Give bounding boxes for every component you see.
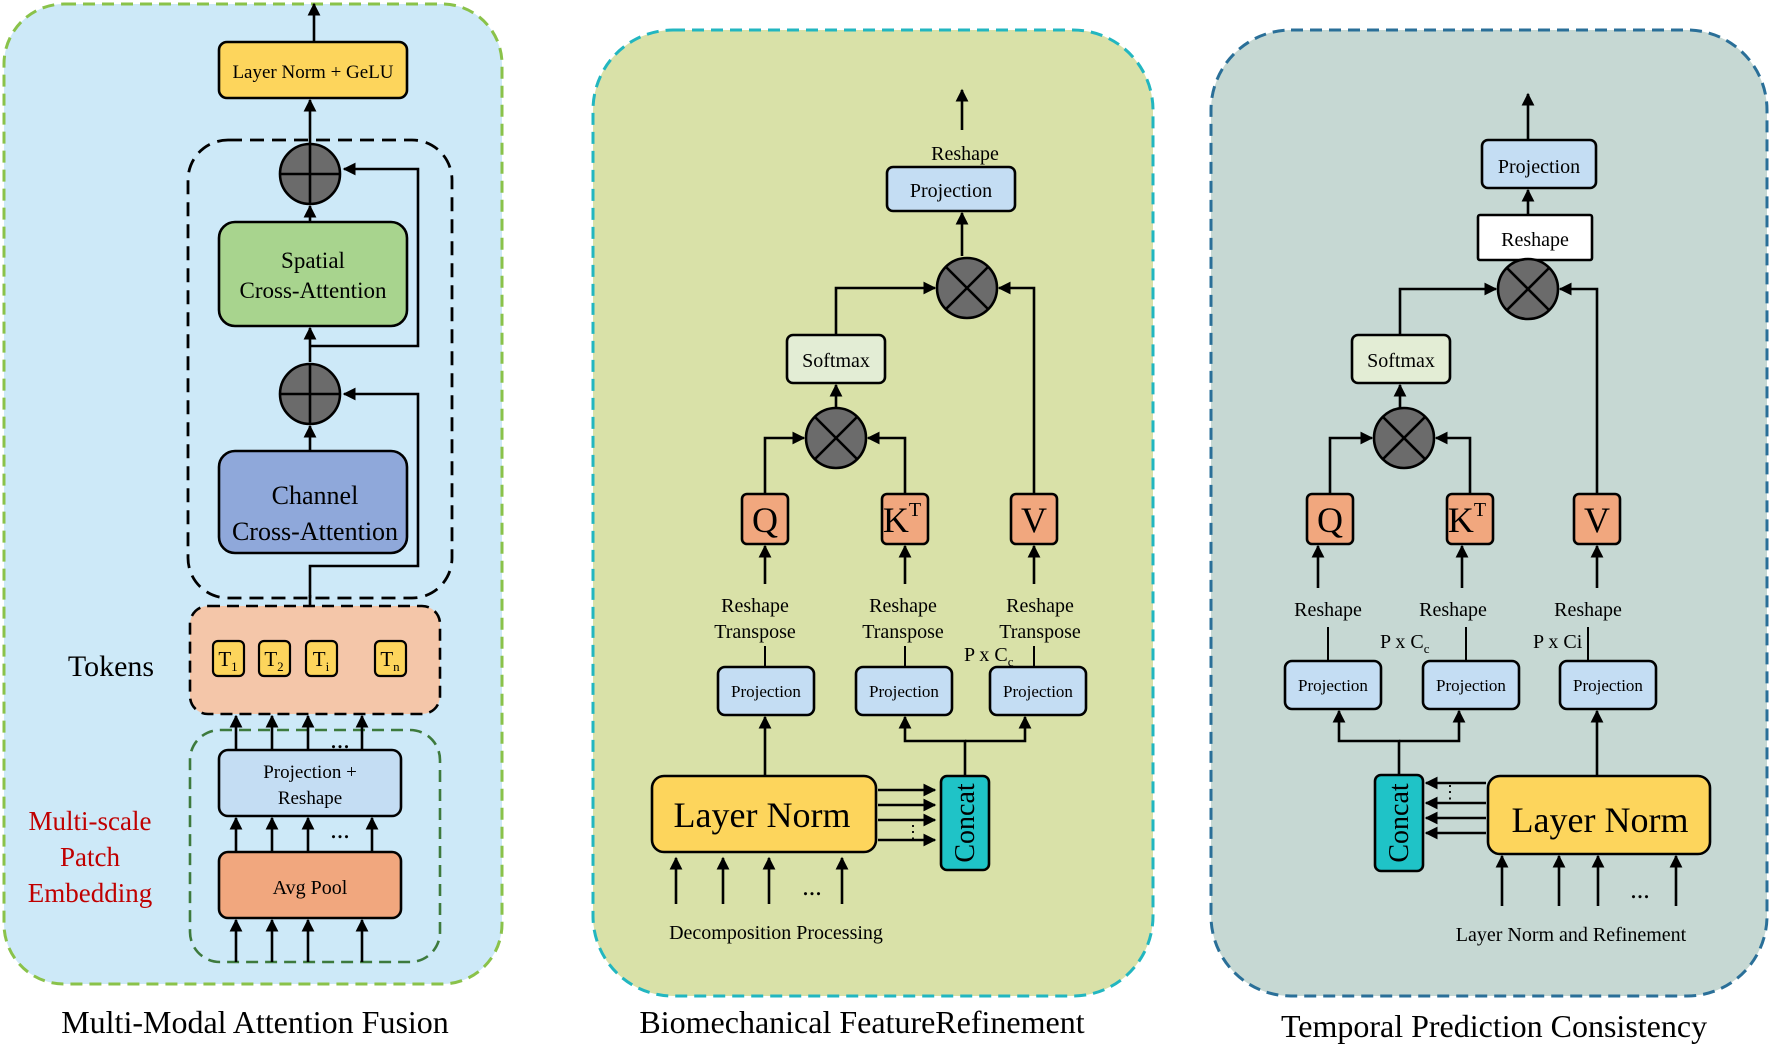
projection-k-label-p3: Projection: [1436, 676, 1506, 695]
v-label-p3: V: [1584, 500, 1610, 540]
transpose-label-v: Transpose: [999, 621, 1081, 643]
layer-norm-box: [650, 774, 878, 854]
reshape-label-q-p3: Reshape: [1294, 599, 1362, 621]
softmax-box-p3: [1350, 333, 1452, 385]
ellipsis-projection-top: ...: [330, 725, 350, 754]
spatial-cross-attention-label-1: Spatial: [281, 248, 345, 273]
concat-box-p3: [1373, 773, 1425, 873]
layer-norm-refinement-label: Layer Norm and Refinement: [1456, 924, 1687, 946]
concat-label-p3: Concat: [1384, 783, 1415, 863]
softmax-box: [785, 333, 887, 385]
projection-reshape-label-2: Reshape: [278, 788, 342, 809]
pxcc-label: P x Cc: [964, 644, 1014, 669]
concat-box: [939, 774, 991, 872]
q-label-p3: Q: [1317, 500, 1343, 540]
projection-top-box-p3: [1480, 138, 1598, 190]
ellipsis-concat: ⋮: [904, 822, 922, 842]
reshape-label-k: Reshape: [869, 595, 937, 617]
v-box: [1009, 492, 1059, 546]
k-label: KT: [883, 499, 921, 540]
layer-norm-label-p3: Layer Norm: [1512, 800, 1689, 840]
projection-q-box: [716, 665, 816, 717]
panel3-caption: Temporal Prediction Consistency: [1281, 1008, 1707, 1044]
softmax-label-p3: Softmax: [1367, 350, 1435, 372]
projection-v-box-p3: [1558, 659, 1658, 711]
reshape-top-label: Reshape: [931, 143, 999, 165]
reshape-label-v-p3: Reshape: [1554, 599, 1622, 621]
k-label-p3: KT: [1448, 499, 1486, 540]
softmax-label: Softmax: [802, 350, 870, 372]
tokens-label: Tokens: [68, 650, 154, 683]
k-box-p3: [1445, 492, 1495, 546]
transpose-label-k: Transpose: [862, 621, 944, 643]
svg-text:Tn: Tn: [380, 647, 400, 674]
token-n: Tn: [373, 639, 408, 678]
reshape-box-label-p3: Reshape: [1501, 229, 1569, 251]
svg-text:T1: T1: [218, 647, 237, 674]
q-label: Q: [752, 500, 778, 540]
ellipsis-inputs-p3: ...: [1630, 875, 1650, 904]
spatial-cross-attention-box: [217, 220, 409, 328]
avg-pool-box: [217, 850, 403, 920]
panel2-caption: Biomechanical FeatureRefinement: [639, 1004, 1084, 1040]
panel-biomechanical-feature-refinement: Reshape Projection Softmax Q KT V Resh: [591, 28, 1155, 1040]
pxci-label-p3: P x Ci: [1533, 631, 1583, 653]
projection-top-label: Projection: [910, 180, 992, 202]
projection-v-label-p3: Projection: [1573, 676, 1643, 695]
embedding-label-2: Patch: [60, 842, 120, 872]
layer-norm-gelu-label: Layer Norm + GeLU: [232, 62, 393, 83]
spatial-cross-attention-label-2: Cross-Attention: [240, 278, 387, 303]
decomposition-label: Decomposition Processing: [669, 922, 883, 944]
reshape-label-k-p3: Reshape: [1419, 599, 1487, 621]
layer-norm-gelu-box: [217, 40, 409, 100]
projection-q-box-p3: [1283, 659, 1383, 711]
transpose-label-q: Transpose: [714, 621, 796, 643]
patch-embedding-region: [188, 728, 442, 964]
reshape-label-v: Reshape: [1006, 595, 1074, 617]
projection-top-box: [885, 165, 1017, 213]
pxcc-label-p3: P x Cc: [1380, 631, 1430, 656]
channel-cross-attention-label-2: Cross-Attention: [232, 517, 398, 546]
panel1-caption: Multi-Modal Attention Fusion: [61, 1004, 449, 1040]
projection-v-box: [988, 665, 1088, 717]
channel-cross-attention-label-1: Channel: [272, 481, 359, 510]
token-2: T2: [257, 639, 292, 678]
panel2-background: [591, 28, 1155, 998]
panel-temporal-prediction-consistency: Projection Reshape Softmax Q KT V Reshap…: [1209, 28, 1769, 1044]
channel-cross-attention-box: [217, 449, 409, 555]
svg-text:Ti: Ti: [313, 647, 330, 674]
panel-multimodal-attention-fusion: Layer Norm + GeLU Spatial Cross-Attentio…: [2, 2, 504, 1040]
projection-top-label-p3: Projection: [1498, 156, 1580, 178]
projection-k-box-p3: [1421, 659, 1521, 711]
embedding-label-3: Embedding: [28, 878, 152, 908]
reshape-label-q: Reshape: [721, 595, 789, 617]
q-box: [740, 492, 790, 546]
projection-v-label: Projection: [1003, 682, 1073, 701]
v-label: V: [1021, 500, 1047, 540]
projection-reshape-label-1: Projection +: [263, 762, 357, 783]
ellipsis-concat-p3: ⋮: [1441, 782, 1459, 802]
concat-label: Concat: [950, 783, 981, 863]
ellipsis-inputs-p2: ...: [802, 872, 822, 901]
q-box-p3: [1305, 492, 1355, 546]
ellipsis-avgpool-top: ...: [330, 815, 350, 844]
token-1: T1: [211, 639, 246, 678]
projection-k-box: [854, 665, 954, 717]
layer-norm-label: Layer Norm: [674, 795, 851, 835]
v-box-p3: [1572, 492, 1622, 546]
projection-q-label: Projection: [731, 682, 801, 701]
attention-block-region: [186, 138, 454, 600]
token-i: Ti: [304, 639, 339, 678]
projection-q-label-p3: Projection: [1298, 676, 1368, 695]
svg-text:T2: T2: [264, 647, 283, 674]
k-box: [880, 492, 930, 546]
layer-norm-box-p3: [1486, 774, 1712, 856]
avg-pool-label: Avg Pool: [273, 877, 348, 899]
projection-reshape-box: [217, 748, 403, 818]
projection-k-label: Projection: [869, 682, 939, 701]
embedding-label-1: Multi-scale: [29, 806, 152, 836]
